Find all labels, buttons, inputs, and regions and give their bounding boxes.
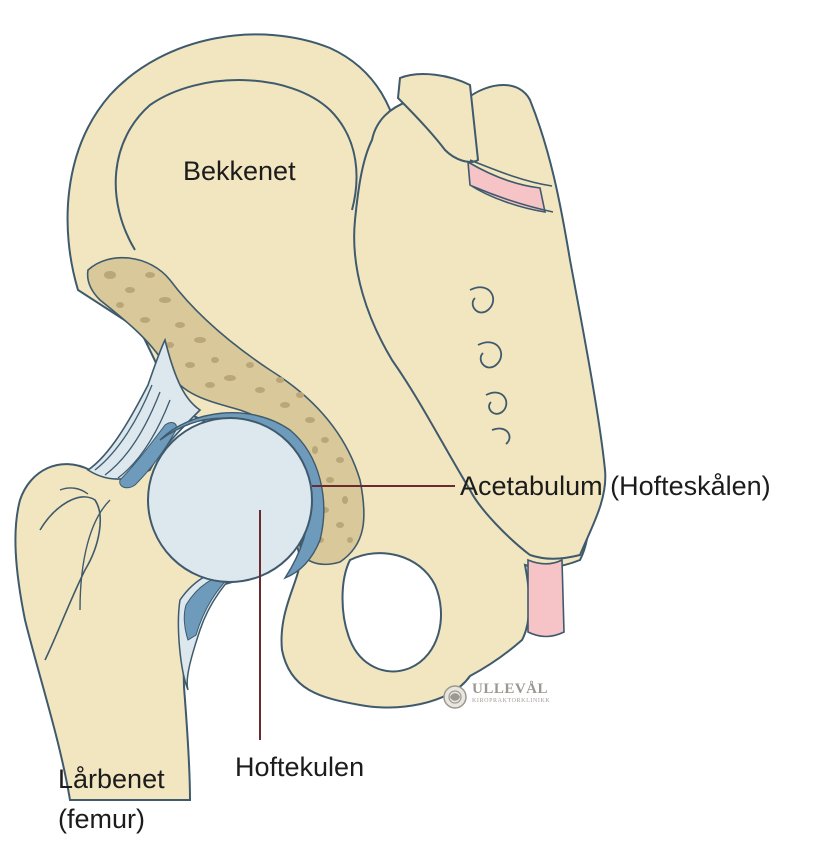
label-femur: (femur) [58, 804, 145, 835]
logo-name: ULLEVÅL [472, 681, 548, 698]
ullevaal-logo: ULLEVÅL KIROPRAKTORKLINIKK [440, 682, 590, 712]
label-bekkenet: Bekkenet [183, 156, 296, 187]
logo-subtitle: KIROPRAKTORKLINIKK [472, 698, 550, 704]
pubic-symphysis [528, 560, 564, 637]
label-larbenet: Lårbenet [58, 764, 165, 795]
label-hoftekulen: Hoftekulen [235, 752, 364, 783]
obturator-foramen [343, 553, 442, 671]
femoral-head [148, 418, 312, 582]
label-acetabulum: Acetabulum (Hofteskålen) [460, 471, 771, 502]
